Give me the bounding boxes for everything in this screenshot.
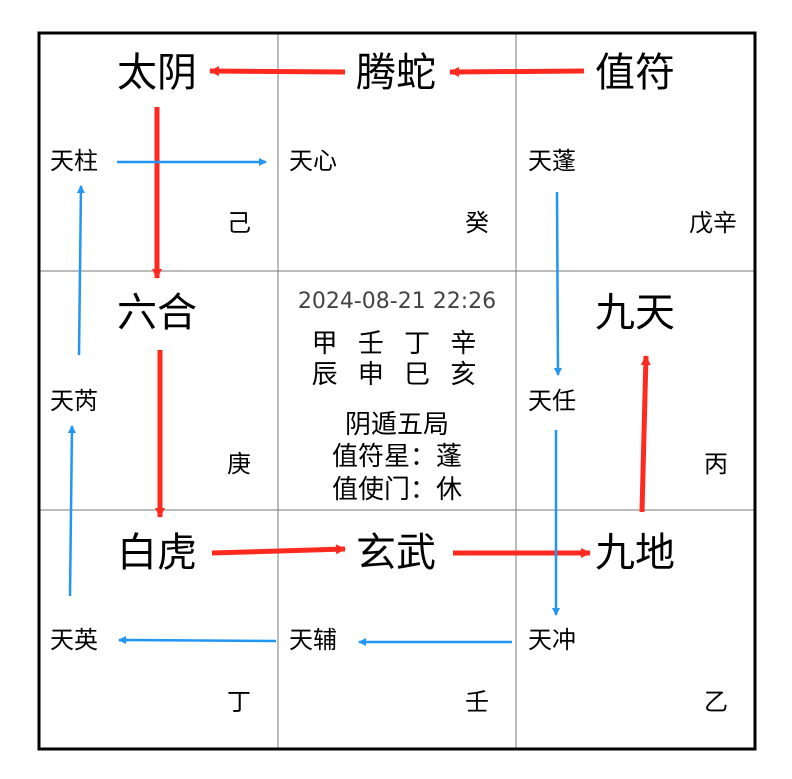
- star-label-top-mid: 天心: [289, 147, 337, 175]
- god-arrow-baihu-to-xuanwu: [211, 544, 346, 556]
- star-label-top-left: 天柱: [50, 147, 98, 175]
- ganzhi-stems: 甲 壬 丁 辛: [311, 329, 483, 359]
- god-label-bottom-right: 九地: [595, 530, 675, 576]
- zhishi-door-label: 值使门：休: [331, 475, 462, 505]
- god-label-top-mid: 腾蛇: [356, 50, 436, 96]
- stem-label-bottom-left: 丁: [227, 688, 251, 716]
- stem-label-bottom-mid: 壬: [465, 688, 489, 716]
- ganzhi-branches: 辰 申 巳 亥: [311, 360, 483, 390]
- star-label-bottom-mid: 天辅: [289, 626, 337, 654]
- outer-border: [37, 31, 757, 751]
- star-arrow-tianying-to-tianrui: [67, 425, 76, 597]
- god-arrow-zhifu-to-tengshe: [449, 66, 585, 77]
- stem-label-top-right: 戊辛: [689, 209, 737, 237]
- stem-label-mid-left: 庚: [227, 450, 251, 478]
- stem-label-top-mid: 癸: [465, 209, 489, 237]
- star-label-top-right: 天蓬: [528, 147, 576, 175]
- stem-label-bottom-right: 乙: [704, 688, 728, 716]
- star-arrow-tianpeng-to-tianren: [553, 191, 562, 376]
- god-label-top-right: 值符: [595, 50, 675, 96]
- god-label-mid-right: 九天: [595, 290, 675, 336]
- chart-datetime: 2024-08-21 22:26: [297, 289, 497, 314]
- star-arrow-tianfu-to-tianying: [118, 636, 277, 645]
- ju-label: 阴遁五局: [344, 410, 449, 440]
- star-arrow-tianrui-to-tianzhu: [76, 185, 85, 356]
- god-arrow-jiudi-to-jiutian: [639, 355, 651, 513]
- god-label-bottom-mid: 玄武: [356, 530, 436, 576]
- god-label-mid-left: 六合: [117, 290, 197, 336]
- god-arrow-tengshe-to-taiyin: [209, 66, 346, 77]
- god-label-top-left: 太阴: [117, 50, 197, 96]
- star-label-bottom-left: 天英: [50, 626, 98, 654]
- god-label-bottom-left: 白虎: [117, 530, 197, 576]
- star-label-mid-right: 天任: [528, 387, 576, 415]
- stem-label-mid-right: 丙: [704, 450, 728, 478]
- stem-label-top-left: 己: [227, 209, 251, 237]
- zhifu-star-label: 值符星：蓬: [331, 442, 462, 472]
- star-label-mid-left: 天芮: [50, 387, 98, 415]
- star-label-bottom-right: 天冲: [528, 626, 576, 654]
